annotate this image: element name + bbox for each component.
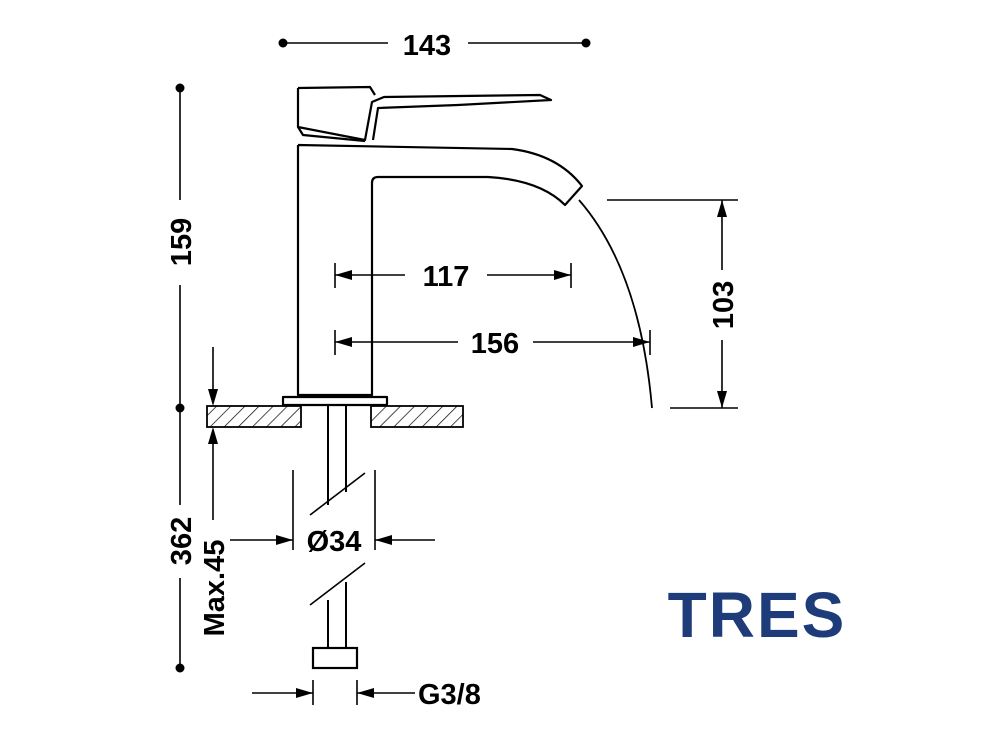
dim-reach-156: 156 xyxy=(471,328,519,360)
connector-nut xyxy=(311,646,359,670)
deck-right xyxy=(370,405,464,428)
handle-lever-top xyxy=(297,85,376,96)
deck-left xyxy=(206,405,302,428)
dim-max-45: Max.45 xyxy=(199,540,231,637)
faucet-body xyxy=(296,143,584,397)
faucet-outline xyxy=(281,85,584,407)
handle-cap-edge xyxy=(297,126,366,143)
tres-logo-text: TRES xyxy=(668,579,847,651)
dim-width-143: 143 xyxy=(403,30,451,62)
dim-reach-117: 117 xyxy=(423,261,470,293)
tres-logo: TRES xyxy=(668,579,847,651)
dimension-lines xyxy=(179,42,738,705)
dim-height-159: 159 xyxy=(166,218,198,266)
dim-connection-g38: G3/8 xyxy=(418,679,481,711)
dim-hole-diameter: Ø34 xyxy=(307,526,362,558)
dimension-arrows xyxy=(208,200,727,698)
base-plate xyxy=(281,395,389,407)
handle-lever xyxy=(296,88,553,142)
mounting-rod xyxy=(309,406,366,670)
dimension-dots xyxy=(175,38,591,673)
dim-below-362: 362 xyxy=(166,517,198,565)
water-stream xyxy=(578,199,653,409)
deck-surface xyxy=(206,405,464,428)
dim-spout-103: 103 xyxy=(708,281,740,329)
